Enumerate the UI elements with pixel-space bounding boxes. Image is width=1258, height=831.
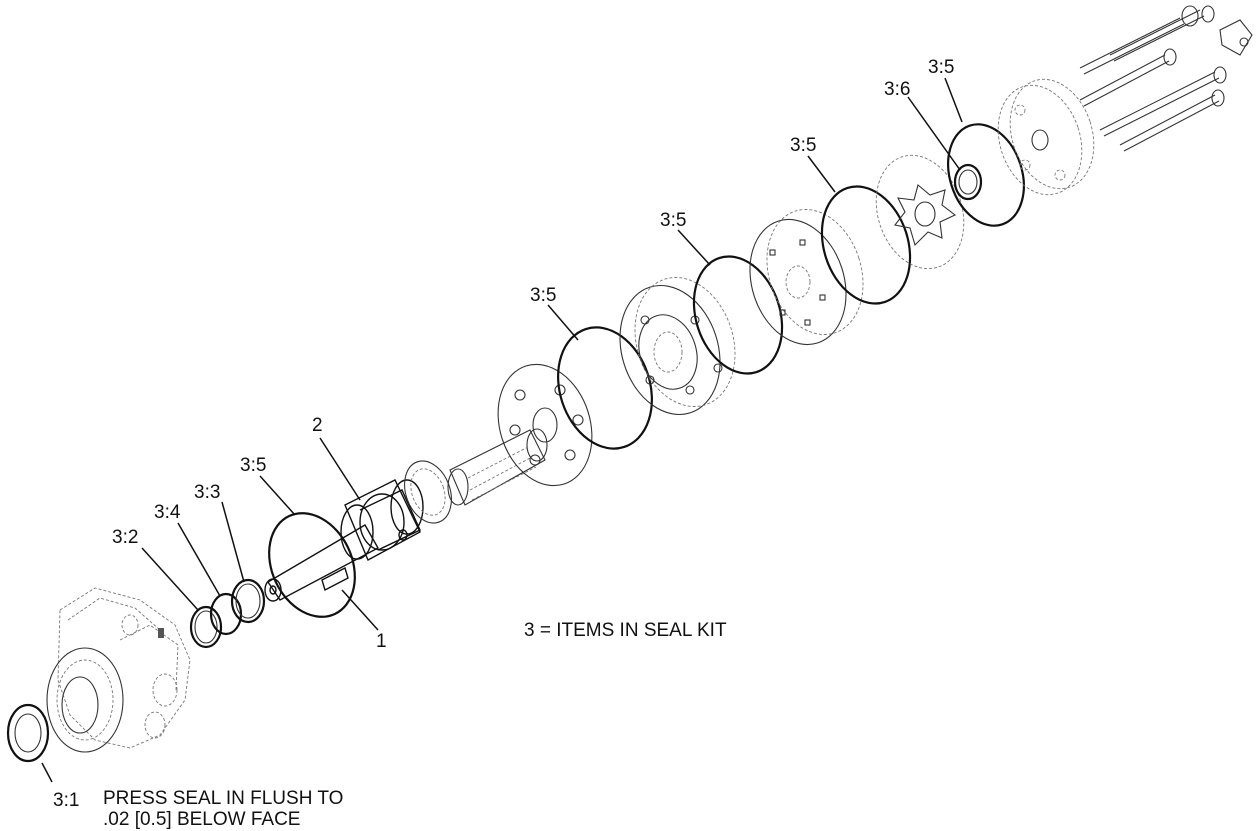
valve-plate bbox=[749, 209, 864, 346]
callout-3-5-shaft: 3:5 bbox=[240, 455, 267, 476]
wear-plate bbox=[497, 363, 593, 487]
bearing-2 bbox=[340, 479, 424, 561]
press-seal-note-line2: .02 [0.5] BELOW FACE bbox=[103, 809, 301, 830]
o-ring-3-5-shaft bbox=[268, 512, 356, 618]
seal-ring-3-2 bbox=[189, 605, 223, 649]
callout-3-5-b: 3:5 bbox=[530, 285, 557, 306]
callout-3-3: 3:3 bbox=[194, 482, 221, 503]
callout-1: 1 bbox=[376, 631, 387, 652]
press-seal-note-line1: PRESS SEAL IN FLUSH TO bbox=[103, 788, 344, 809]
drive-link bbox=[447, 428, 548, 506]
backup-ring-3-4 bbox=[209, 592, 243, 636]
callout-3-5-c: 3:5 bbox=[660, 210, 687, 231]
gerotor-set bbox=[619, 277, 736, 416]
seal-3-6 bbox=[953, 163, 983, 201]
thrust-washer bbox=[404, 460, 452, 524]
callout-3-1: 3:1 bbox=[53, 790, 80, 811]
callout-3-4: 3:4 bbox=[154, 502, 181, 523]
callout-3-6: 3:6 bbox=[884, 79, 911, 100]
output-shaft bbox=[264, 489, 421, 602]
leader-lines bbox=[41, 77, 963, 783]
cap-bolts bbox=[1079, 5, 1253, 152]
shaft-seal-3-1 bbox=[6, 703, 50, 763]
motor-housing bbox=[46, 587, 191, 753]
callout-3-2: 3:2 bbox=[112, 527, 139, 548]
o-ring-3-5-d bbox=[820, 185, 912, 305]
seal-kit-note: 3 = ITEMS IN SEAL KIT bbox=[524, 620, 727, 641]
callout-3-5-e: 3:5 bbox=[928, 57, 955, 78]
end-cap bbox=[997, 78, 1095, 196]
callout-3-5-d: 3:5 bbox=[790, 135, 817, 156]
callout-2: 2 bbox=[312, 415, 323, 436]
valve-housing bbox=[875, 154, 965, 270]
o-ring-3-5-b bbox=[557, 326, 653, 450]
seal-ring-3-3 bbox=[230, 578, 266, 624]
